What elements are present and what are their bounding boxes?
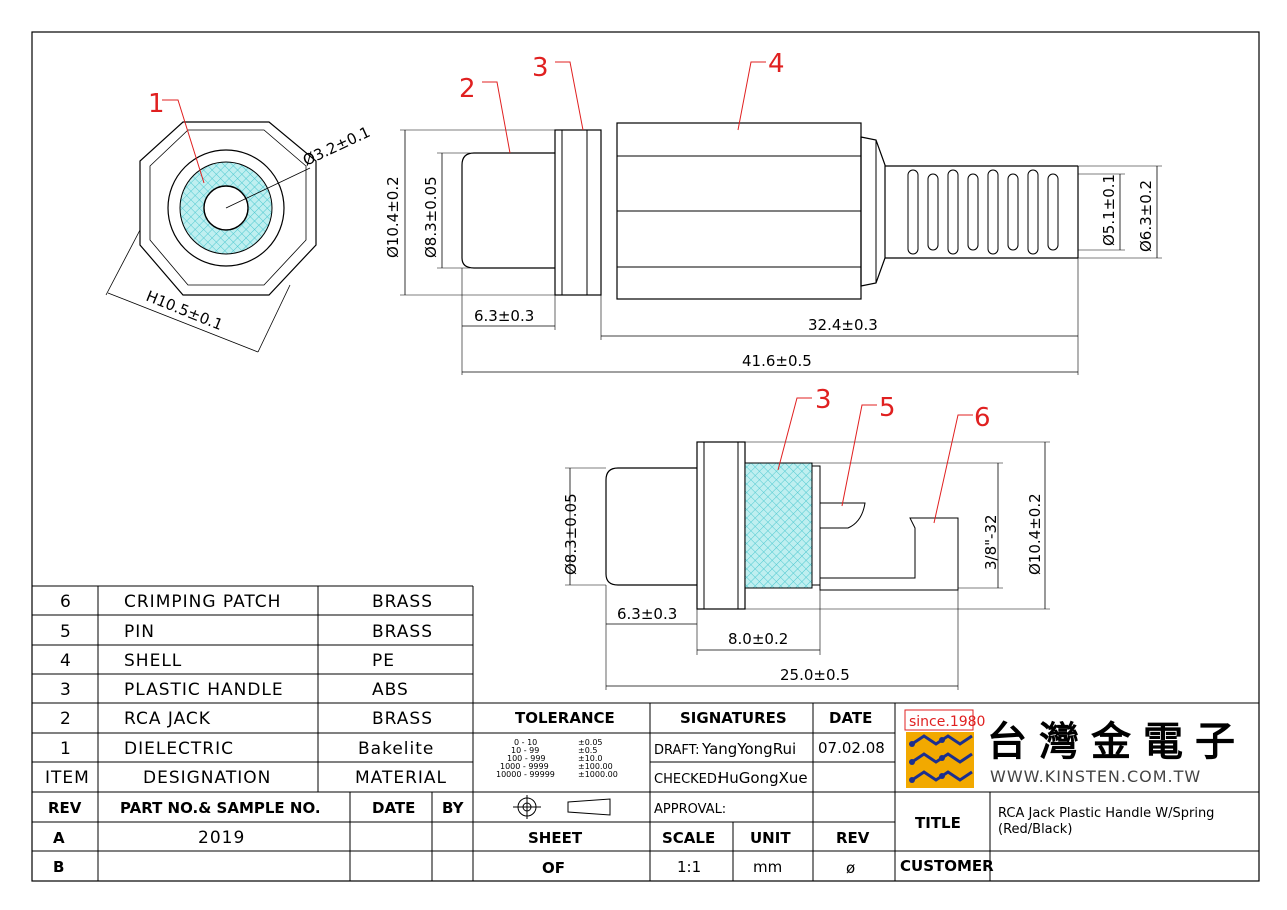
rev-row-a: A (53, 829, 65, 847)
bom-table (32, 585, 474, 881)
checked-name: HuGongXue (718, 769, 808, 787)
leader-4: 4 (768, 49, 785, 79)
tol-value: ±1000.00 (578, 770, 618, 779)
tolerance-label: TOLERANCE (515, 709, 615, 727)
side-d3-label: Ø5.1±0.1 (1100, 174, 1118, 246)
tol-range: 10000 - 99999 (496, 770, 555, 779)
tol-range: 10 - 99 (511, 746, 539, 755)
since-label: since.1980 (909, 714, 985, 730)
detail-len1-label: 6.3±0.3 (617, 605, 677, 623)
bom-rows: 6 CRIMPING PATCH BRASS 5 PIN BRASS 4 SHE… (45, 592, 447, 788)
hex-inner (149, 129, 307, 286)
bom-material: BRASS (372, 592, 433, 612)
front-view: Ø3.2±0.1 H10.5±0.1 1 (105, 89, 373, 353)
bom-designation: RCA JACK (124, 709, 211, 729)
company-logo: since.1980 台灣金電子 WWW.KINSTEN.COM.TW (904, 709, 1247, 788)
rev-header: REV (48, 799, 82, 817)
draft-date: 07.02.08 (818, 739, 885, 757)
chain-icon (906, 732, 974, 788)
side-len2-label: 32.4±0.3 (808, 316, 878, 334)
bom-material: BRASS (372, 622, 433, 642)
scale-label: SCALE (662, 829, 715, 847)
hex-dim-label: H10.5±0.1 (144, 287, 226, 334)
detail-d2-label: 3/8"-32 (982, 514, 1000, 570)
signatures-label: SIGNATURES (680, 709, 787, 727)
title-line-2: (Red/Black) (998, 822, 1072, 837)
bom-item: 2 (60, 709, 72, 729)
date-header: DATE (372, 799, 415, 817)
bom-item: 4 (60, 651, 72, 671)
side-d4-label: Ø6.3±0.2 (1137, 180, 1155, 252)
detail-d1-label: Ø8.3±0.05 (562, 493, 580, 575)
rev-label: REV (836, 829, 870, 847)
detail-len3-label: 25.0±0.5 (780, 666, 850, 684)
outer-ring (167, 149, 285, 267)
side-view: Ø10.4±0.2 Ø8.3±0.05 Ø5.1±0.1 Ø6.3±0.2 6.… (384, 49, 1162, 375)
bom-designation: DIELECTRIC (124, 739, 234, 759)
projection-symbol-icon (513, 795, 611, 819)
date-label: DATE (829, 709, 872, 727)
bom-material: Bakelite (358, 739, 434, 759)
detail-len2-label: 8.0±0.2 (728, 630, 788, 648)
tol-value: ±10.0 (578, 754, 603, 763)
sheet-border (31, 31, 1260, 882)
bom-designation: SHELL (124, 651, 182, 671)
bom-item: 5 (60, 622, 72, 642)
rev-value: ø (846, 859, 855, 877)
bom-designation: PLASTIC HANDLE (124, 680, 284, 700)
hex-outline (139, 121, 317, 296)
front-dia-label: Ø3.2±0.1 (300, 123, 373, 170)
side-d2-label: Ø8.3±0.05 (422, 176, 440, 258)
draft-name: YangYongRui (701, 740, 796, 758)
leader-3a: 3 (532, 53, 549, 83)
bom-material: PE (372, 651, 395, 671)
leader-1: 1 (148, 89, 165, 119)
detail-d3-label: Ø10.4±0.2 (1026, 493, 1044, 575)
side-len3-label: 41.6±0.5 (742, 352, 812, 370)
sheet-label: SHEET (528, 829, 583, 847)
title-block-grid (32, 702, 1259, 881)
bom-header-item: ITEM (45, 768, 90, 788)
part-header: PART NO.& SAMPLE NO. (120, 799, 321, 817)
bom-item: 6 (60, 592, 72, 612)
tolerance-table: 0 - 10 ±0.05 10 - 99 ±0.5 100 - 999 ±10.… (496, 738, 618, 779)
checked-label: CHECKED: (654, 772, 721, 787)
tol-range: 1000 - 9999 (500, 762, 549, 771)
leader-6: 6 (974, 403, 991, 433)
bom-material: ABS (372, 680, 409, 700)
company-name: 台灣金電子 (987, 719, 1247, 765)
draft-label: DRAFT: (654, 743, 700, 758)
tol-value: ±0.05 (578, 738, 603, 747)
by-header: BY (442, 799, 465, 817)
bom-item: 3 (60, 680, 72, 700)
bom-item: 1 (60, 739, 72, 759)
unit-value: mm (753, 858, 782, 876)
title-line-1: RCA Jack Plastic Handle W/Spring (998, 806, 1214, 821)
tol-value: ±0.5 (578, 746, 597, 755)
rev-row-b: B (53, 858, 64, 876)
bom-designation: PIN (124, 622, 155, 642)
title-label: TITLE (915, 814, 961, 832)
bom-header-material: MATERIAL (355, 768, 447, 788)
bom-header-designation: DESIGNATION (143, 768, 271, 788)
detail-view: Ø8.3±0.05 3/8"-32 Ø10.4±0.2 6.3±0.3 8.0±… (562, 385, 1050, 690)
leader-2: 2 (459, 74, 476, 104)
side-len1-label: 6.3±0.3 (474, 307, 534, 325)
unit-label: UNIT (750, 829, 791, 847)
company-url: WWW.KINSTEN.COM.TW (990, 767, 1201, 786)
tol-range: 100 - 999 (507, 754, 546, 763)
scale-value: 1:1 (677, 858, 701, 876)
approval-label: APPROVAL: (654, 802, 726, 817)
bom-material: BRASS (372, 709, 433, 729)
of-label: OF (542, 859, 565, 877)
bom-designation: CRIMPING PATCH (124, 592, 281, 612)
customer-label: CUSTOMER (900, 857, 994, 875)
tol-range: 0 - 10 (514, 738, 537, 747)
leader-5: 5 (879, 393, 896, 423)
leader-3b: 3 (815, 385, 832, 415)
side-d1-label: Ø10.4±0.2 (384, 176, 402, 258)
part-row-a: 2019 (198, 828, 245, 848)
tol-value: ±100.00 (578, 762, 613, 771)
